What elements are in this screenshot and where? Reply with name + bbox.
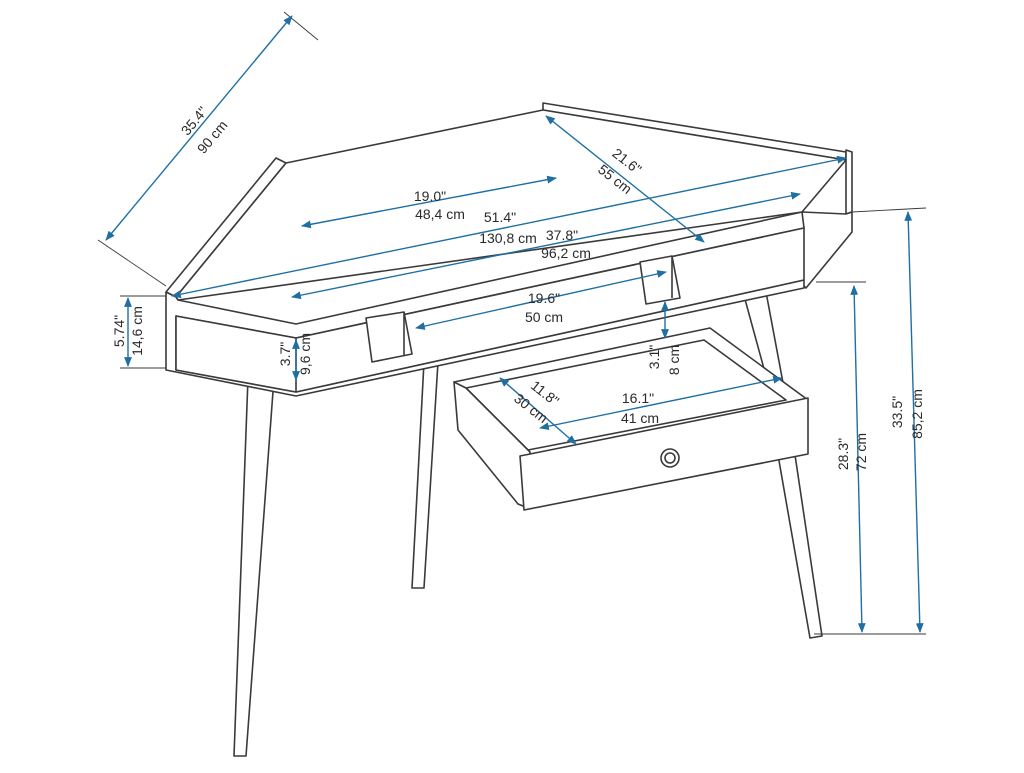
label-drawer-width-cm: 41 cm bbox=[621, 410, 659, 426]
leg-back-left bbox=[411, 361, 439, 589]
label-total-height-in: 33.5" bbox=[889, 396, 905, 428]
label-total-width-cm: 130,8 cm bbox=[479, 230, 537, 246]
dim-line-drawer-width bbox=[539, 375, 783, 431]
label-drawer-width-in: 16.1" bbox=[622, 390, 654, 406]
label-drawer-height-in: 3.1" bbox=[646, 345, 662, 369]
label-total-height-cm: 85,2 cm bbox=[909, 389, 925, 439]
label-leg-height-cm: 72 cm bbox=[853, 433, 869, 471]
label-top-back-depth-cm: 48,4 cm bbox=[415, 206, 465, 222]
leg-right-lower bbox=[777, 454, 823, 639]
dim-line-drawer-depth bbox=[499, 377, 577, 445]
dim-line-leg-height bbox=[850, 285, 866, 633]
desk-drawing bbox=[165, 102, 853, 757]
leg-front-left bbox=[233, 377, 275, 757]
label-front-width-in: 37.8" bbox=[546, 227, 578, 243]
label-shelf-height-cm: 9,6 cm bbox=[297, 333, 313, 375]
shelf-divider-left bbox=[365, 311, 413, 363]
label-shelf-height-in: 3.7" bbox=[277, 342, 293, 366]
dim-line-diagonal bbox=[105, 15, 293, 241]
dim-line-total-height bbox=[904, 211, 924, 633]
dimension-lines bbox=[105, 15, 924, 633]
label-front-width-cm: 96,2 cm bbox=[541, 245, 591, 261]
dim-line-shelf-width bbox=[415, 270, 667, 330]
back-panel-right bbox=[845, 149, 853, 215]
upper-shelf-right bbox=[801, 211, 853, 289]
dim-line-front-width bbox=[291, 191, 801, 300]
label-top-back-depth-in: 19.0" bbox=[414, 188, 446, 204]
label-shelf-width-cm: 50 cm bbox=[525, 309, 563, 325]
shelf-divider-right bbox=[639, 255, 681, 305]
extension-lines bbox=[97, 11, 927, 635]
label-total-width-in: 51.4" bbox=[484, 209, 516, 225]
label-shelf-width-in: 19.6" bbox=[528, 290, 560, 306]
label-top-height-cm: 14,6 cm bbox=[129, 306, 145, 356]
label-drawer-height-cm: 8 cm bbox=[666, 345, 682, 375]
label-leg-height-in: 28.3" bbox=[835, 438, 851, 470]
label-top-height-in: 5.74" bbox=[111, 315, 127, 347]
drawer-knob bbox=[660, 448, 680, 468]
